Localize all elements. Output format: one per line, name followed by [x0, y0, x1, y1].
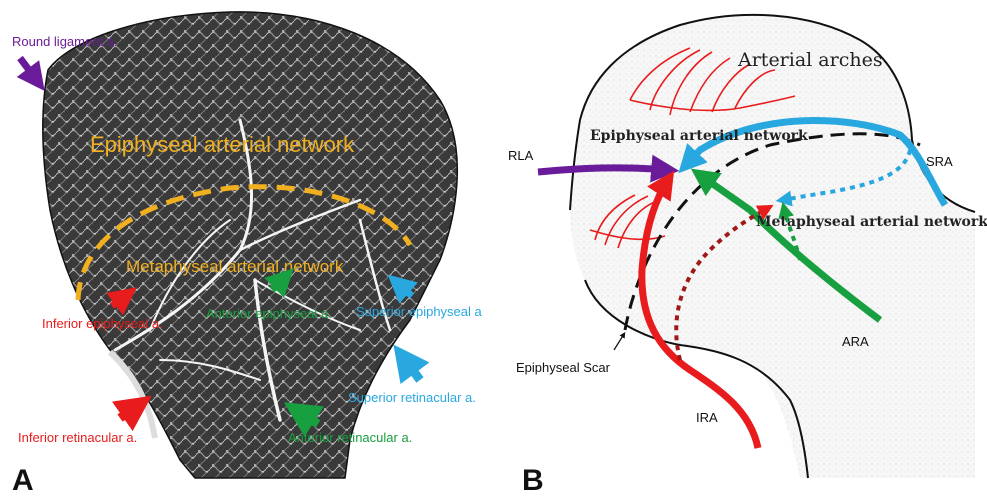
panel-b-letter: B [522, 464, 544, 497]
inferior-retinacular-label: Inferior retinacular a. [18, 430, 137, 445]
epiphyseal-network-label-b: Epiphyseal arterial network [590, 128, 808, 144]
ira-label: IRA [696, 410, 718, 425]
femoral-head-outline [570, 14, 975, 478]
anterior-retinacular-arrow [283, 402, 324, 437]
ara-label: ARA [842, 334, 869, 349]
inferior-epiphyseal-label: Inferior epiphyseal a. [42, 316, 163, 331]
scar-pointer-arrow [613, 331, 626, 351]
sra-label: SRA [926, 154, 953, 169]
rla-vessel [537, 154, 680, 183]
ara-metaphyseal-branch [778, 201, 802, 261]
inferior-retinacular-stem [107, 349, 158, 439]
femoral-head-contour [569, 13, 976, 213]
superior-retinacular-arrow [393, 344, 430, 385]
panel-b: Arterial arches Epiphyseal arterial netw… [508, 13, 987, 497]
metaphyseal-network-label-b: Metaphyseal arterial network [756, 214, 987, 230]
superior-epiphyseal-label: Superior epiphyseal a [356, 304, 483, 319]
epiphyseal-scar-label: Epiphyseal Scar [516, 360, 611, 375]
inferior-retinacular-arrow [111, 395, 152, 432]
metaphyseal-network-label-a: Metaphyseal arterial network [126, 257, 344, 276]
inferior-epiphyseal-arrow [106, 287, 137, 316]
round-ligament-arrow [16, 55, 45, 91]
panel-a: Epiphyseal arterial network Metaphyseal … [12, 11, 483, 497]
arterial-arches-drawing [589, 47, 796, 249]
panel-a-letter: A [12, 464, 34, 497]
superior-retinacular-label: Superior retinacular a. [348, 390, 476, 405]
neck-contour [584, 279, 809, 479]
anterior-epiphyseal-arrow [264, 268, 294, 298]
superior-epiphyseal-arrow [387, 274, 418, 304]
epiphyseal-network-label-a: Epiphyseal arterial network [90, 132, 355, 157]
sra-vessel [678, 117, 949, 207]
arterial-arches-label: Arterial arches [737, 49, 883, 71]
anterior-retinacular-label: Anterior retinacular a. [288, 430, 412, 445]
ira-metaphyseal-branch [674, 204, 774, 361]
round-ligament-label: Round ligament a. [12, 34, 118, 49]
rla-label: RLA [508, 148, 534, 163]
growth-plate-dashed-line [75, 184, 413, 301]
anterior-epiphyseal-label: Anterior epiphyseal a. [206, 306, 332, 321]
ira-vessel [638, 170, 762, 449]
